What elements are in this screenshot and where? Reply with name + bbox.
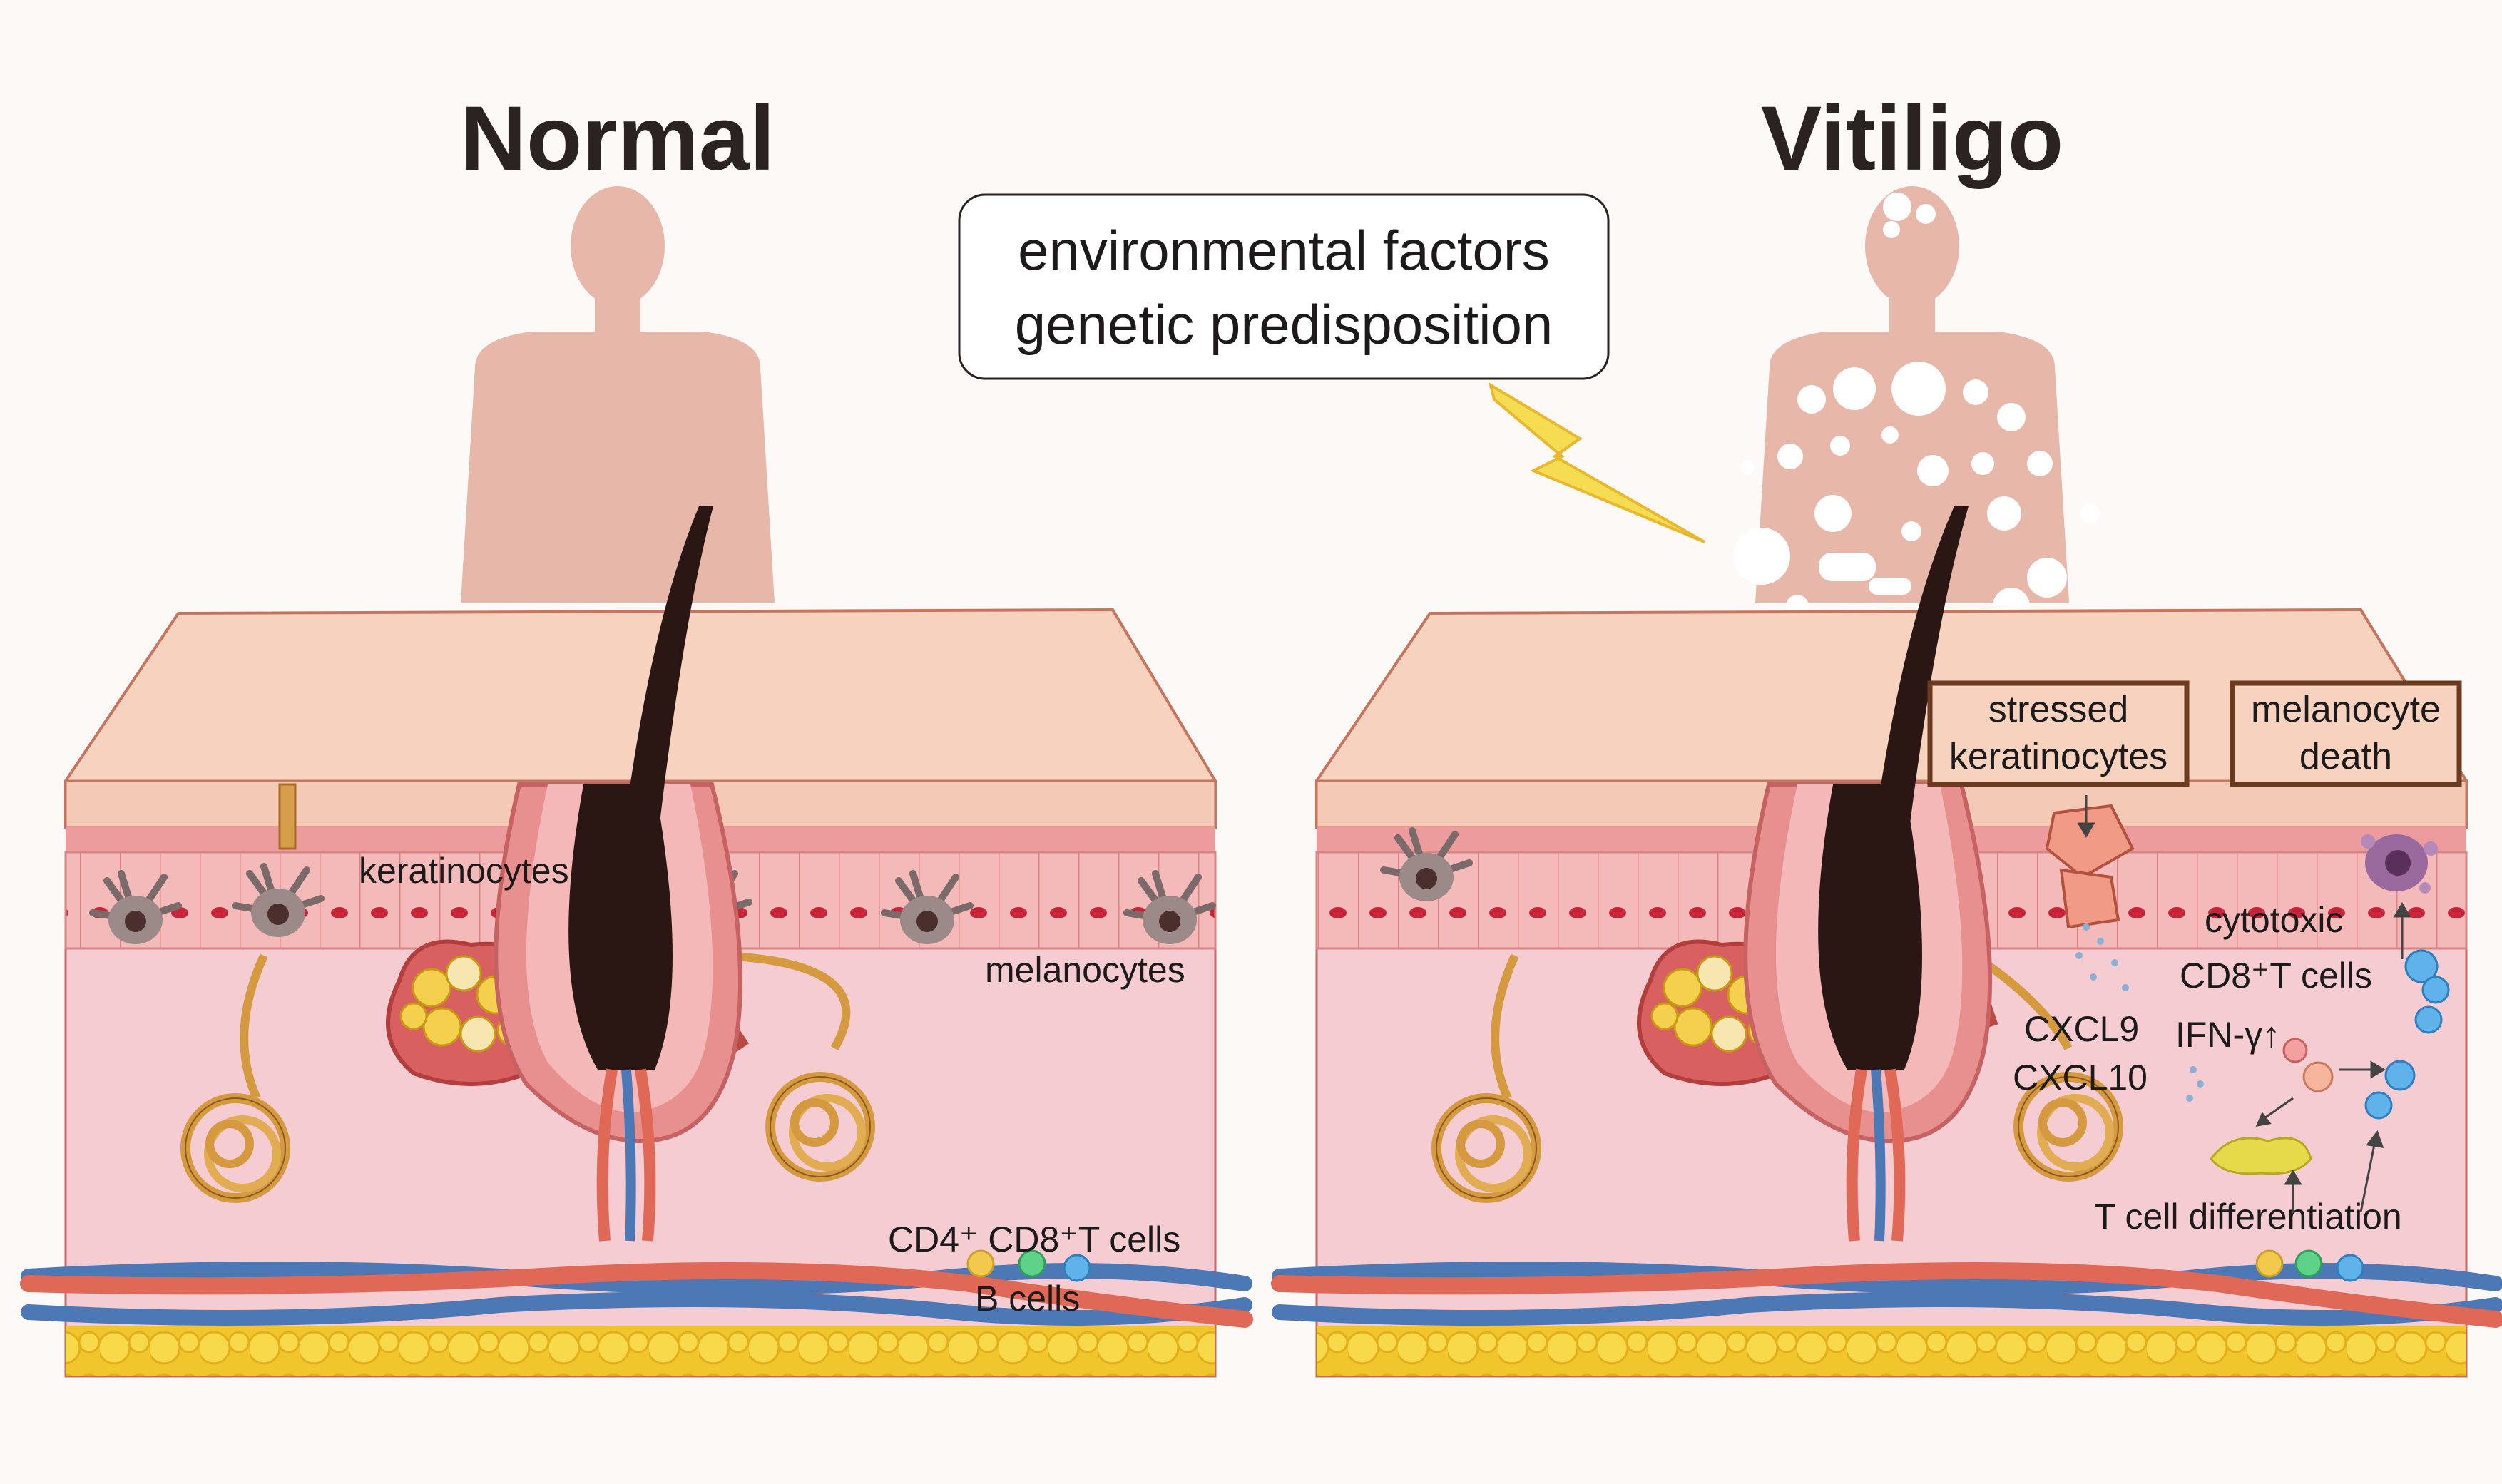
label-cxcl9: CXCL9 [2024,1009,2139,1049]
t-cell-cluster-icon [2210,1137,2312,1175]
box-stressed-line1: stressed [1988,689,2129,730]
vitiligo-person [1733,186,2100,625]
box-death-line1: melanocyte [2251,689,2441,730]
immune-cell-icon [2336,1254,2364,1282]
box-death-line2: death [2299,736,2392,777]
label-b-cells: B cells [975,1279,1080,1319]
stressed-keratinocytes-icon [2045,804,2135,929]
normal-skin-panel: keratinocytes melanocytes CD4⁺ CD8⁺T cel… [20,506,1253,1378]
factor-genetic: genetic predisposition [1015,293,1553,356]
cytokine-particles [2075,923,2204,1102]
factors-box: environmental factors genetic predisposi… [958,193,1610,380]
title-vitiligo: Vitiligo [1761,88,2063,190]
hair-shaft [1863,506,1969,920]
factor-environmental: environmental factors [1018,219,1550,282]
melanocyte-death-box: melanocyte death [2230,680,2462,787]
box-stressed-line2: keratinocytes [1949,736,2167,777]
immune-cell-icon [2282,1038,2308,1063]
cd8-t-cells-icon [2364,949,2450,1120]
immune-cell-icon [2302,1061,2334,1092]
immune-cell-icon [1018,1249,1046,1278]
label-t-cells: CD4⁺ CD8⁺T cells [888,1219,1180,1259]
label-cytotoxic: cytotoxic [2205,900,2344,940]
label-keratinocytes: keratinocytes [359,851,569,891]
human-silhouette-icon [461,186,775,603]
immune-cell-icon [2294,1249,2323,1278]
vitiligo-patches [1733,193,2100,625]
fat-layer [1317,1326,2466,1376]
hair-shaft [613,506,713,920]
fat-layer [66,1326,1215,1376]
immune-cell-icon [2255,1249,2284,1278]
vitiligo-skin-panel: stressed keratinocytes melanocyte death … [1271,506,2502,1378]
immune-cell-icon [1063,1254,1091,1282]
lightning-bolt-icon [1488,382,1705,543]
label-t-cell-differentiation: T cell differentiation [2094,1197,2402,1237]
label-cxcl10: CXCL10 [2013,1058,2148,1097]
dying-melanocyte-icon [2361,834,2438,894]
title-normal: Normal [461,88,775,190]
label-melanocytes: melanocytes [985,950,1185,990]
stressed-keratinocytes-box: stressed keratinocytes [1927,680,2190,787]
arrows [2077,795,2411,1213]
label-ifn-gamma: IFN-γ↑ [2175,1015,2280,1055]
immune-cell-icon [966,1249,995,1278]
label-cd8-t-cells: CD8⁺T cells [2180,956,2372,996]
